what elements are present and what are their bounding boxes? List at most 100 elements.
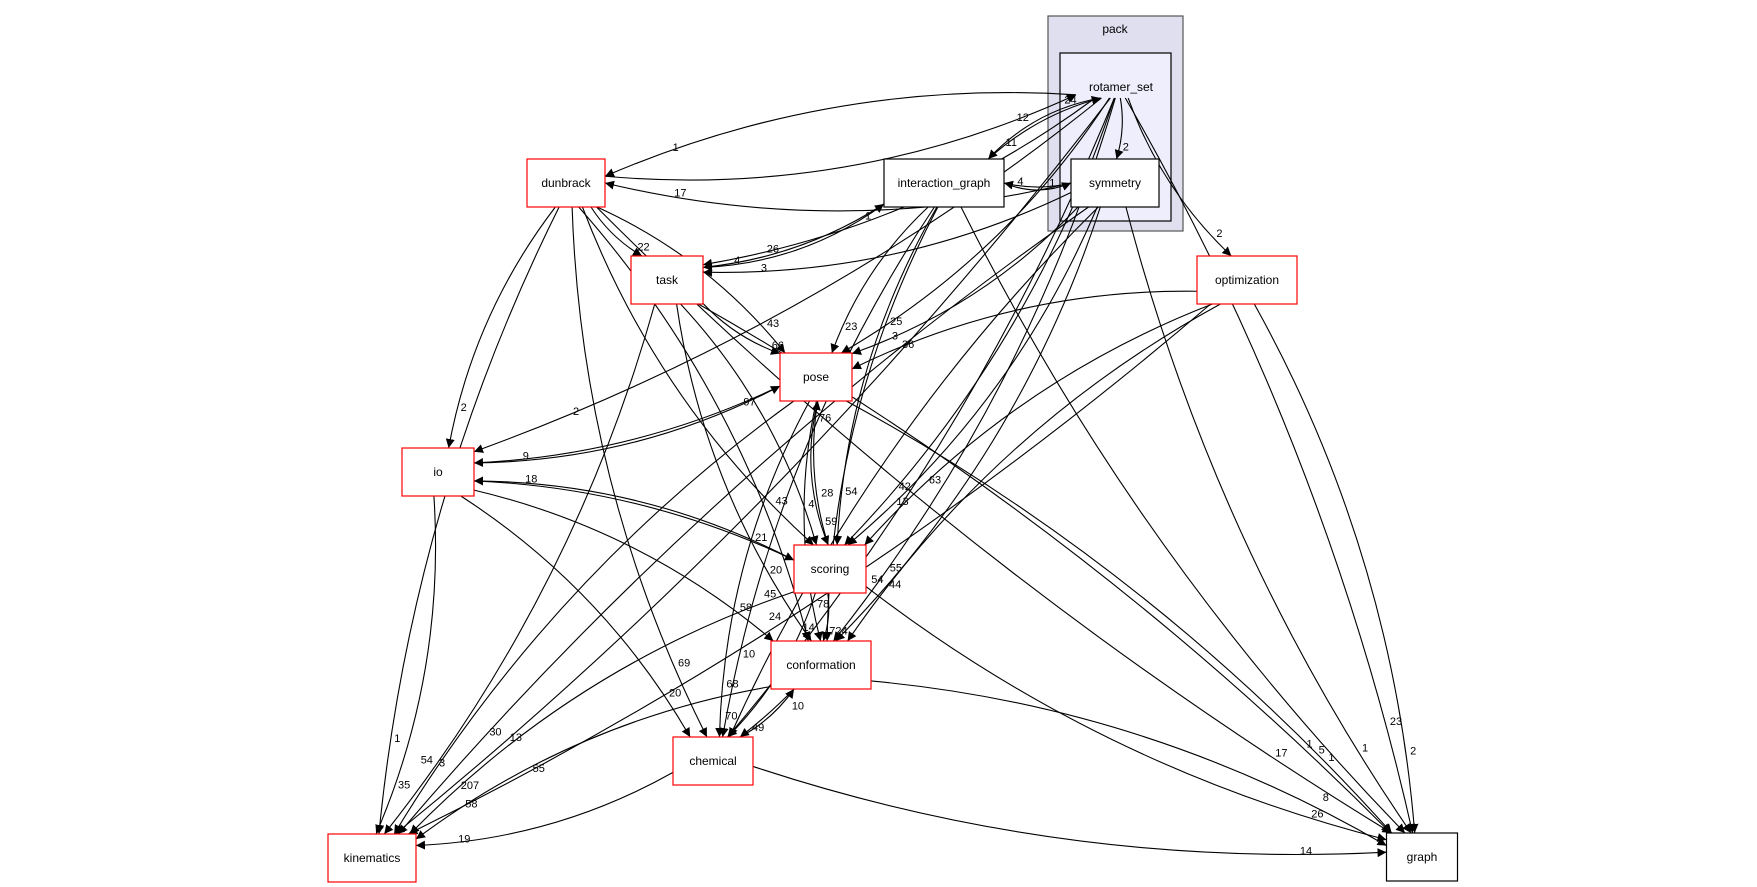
edge-label[interactable]: 1	[1306, 738, 1312, 750]
edge-dunbrack-to-rotamer-set[interactable]	[604, 94, 1077, 181]
edge-rotamer-set-to-kinematics[interactable]	[394, 97, 1111, 835]
edge-rotamer-set-to-dunbrack[interactable]	[604, 92, 1077, 177]
edge-label[interactable]: 4	[1017, 176, 1023, 188]
edge-dunbrack-to-task[interactable]	[590, 206, 643, 257]
node-graph[interactable]: graph	[1385, 832, 1459, 882]
edge-label[interactable]: 21	[755, 532, 767, 544]
node-kinematics[interactable]: kinematics	[327, 833, 417, 883]
edge-rotamer-set-to-symmetry[interactable]	[1114, 97, 1124, 160]
edge-conformation-to-graph[interactable]	[870, 680, 1387, 847]
edge-label[interactable]: 22	[637, 242, 649, 254]
edge-optimization-to-kinematics[interactable]	[408, 303, 1212, 835]
edge-label[interactable]: 10	[743, 648, 755, 660]
edge-label[interactable]: 43	[775, 495, 787, 507]
edge-label[interactable]: 14	[1300, 846, 1312, 858]
edge-label[interactable]: 23	[1390, 716, 1402, 728]
node-conformation[interactable]: conformation	[770, 640, 872, 690]
edge-label[interactable]: 2	[461, 402, 467, 414]
edge-task-to-scoring[interactable]	[680, 303, 819, 546]
edge-label[interactable]: 35	[398, 779, 410, 791]
edge-optimization-to-scoring[interactable]	[864, 303, 1213, 546]
edge-label[interactable]: 2	[1123, 142, 1129, 154]
edge-label[interactable]: 44	[889, 579, 901, 591]
edge-label[interactable]: 70	[725, 710, 737, 722]
edge-chemical-to-kinematics[interactable]	[415, 771, 674, 850]
edge-label[interactable]: 58	[740, 602, 752, 614]
edge-label[interactable]: 63	[929, 474, 941, 486]
edge-conformation-to-chemical[interactable]	[739, 688, 795, 738]
edge-label[interactable]: 3	[439, 757, 445, 769]
edge-label[interactable]: 20	[669, 688, 681, 700]
edge-label[interactable]: 43	[767, 318, 779, 330]
edge-pose-to-io[interactable]	[473, 385, 781, 468]
edge-label[interactable]: 25	[890, 316, 902, 328]
edge-symmetry-to-scoring[interactable]	[847, 206, 1098, 546]
edge-label[interactable]: 1	[1049, 177, 1055, 189]
edge-pose-to-graph[interactable]	[846, 400, 1393, 834]
edge-dunbrack-to-graph[interactable]	[596, 206, 1392, 834]
edge-interaction-graph-to-scoring[interactable]	[833, 206, 938, 546]
edge-task-to-conformation[interactable]	[676, 303, 812, 642]
edge-symmetry-to-kinematics[interactable]	[397, 206, 1089, 835]
edge-task-to-kinematics[interactable]	[383, 303, 656, 835]
edge-label[interactable]: 28	[821, 487, 833, 499]
edge-label[interactable]: 66	[772, 340, 784, 352]
edge-label[interactable]: 49	[752, 722, 764, 734]
edge-label[interactable]: 58	[465, 798, 477, 810]
edge-label[interactable]: 36	[902, 339, 914, 351]
edge-label[interactable]: 14	[803, 622, 815, 634]
edge-label[interactable]: 24	[769, 611, 781, 623]
edge-label[interactable]: 3	[892, 331, 898, 343]
edge-dunbrack-to-io[interactable]	[445, 206, 556, 449]
edge-label[interactable]: 17	[1275, 748, 1287, 760]
edge-interaction-graph-to-chemical[interactable]	[719, 206, 935, 738]
node-optimization[interactable]: optimization	[1196, 255, 1298, 305]
edge-label[interactable]: 68	[726, 678, 738, 690]
edge-symmetry-to-chemical[interactable]	[729, 206, 1099, 738]
edge-label[interactable]: 2	[1216, 228, 1222, 240]
edge-dunbrack-to-kinematics[interactable]	[375, 206, 560, 835]
edge-io-to-conformation[interactable]	[473, 489, 774, 642]
edge-pose-to-conformation[interactable]	[803, 400, 823, 642]
node-interaction-graph[interactable]: interaction_graph	[883, 158, 1005, 208]
edge-label[interactable]: 23	[845, 321, 857, 333]
edge-label[interactable]: 26	[1311, 808, 1323, 820]
edge-io-to-pose[interactable]	[473, 385, 781, 464]
node-pose[interactable]: pose	[779, 352, 853, 402]
edge-label[interactable]: 3	[761, 263, 767, 275]
edge-label[interactable]: 11	[1006, 137, 1017, 149]
edge-label[interactable]: 1	[1328, 752, 1334, 764]
edge-label[interactable]: 10	[792, 700, 804, 712]
node-io[interactable]: io	[401, 447, 475, 497]
edge-symmetry-to-pose[interactable]	[851, 206, 1079, 355]
edge-interaction-graph-to-rotamer-set[interactable]	[987, 95, 1101, 160]
edge-label[interactable]: 54	[421, 755, 433, 767]
edge-label[interactable]: 20	[770, 565, 782, 577]
edge-label[interactable]: 1	[865, 210, 871, 222]
edge-label[interactable]: 4	[808, 498, 814, 510]
edge-symmetry-to-task[interactable]	[702, 192, 1072, 277]
node-task[interactable]: task	[630, 255, 704, 305]
edge-label[interactable]: 26	[767, 244, 779, 256]
edge-label[interactable]: 2	[573, 406, 579, 418]
edge-label[interactable]: 78	[817, 599, 829, 611]
edge-interaction-graph-to-pose[interactable]	[830, 206, 929, 354]
edge-label[interactable]: 207	[461, 780, 479, 792]
edge-label[interactable]: 54	[845, 486, 857, 498]
edge-scoring-to-graph[interactable]	[865, 586, 1387, 842]
edge-label[interactable]: 69	[678, 657, 690, 669]
edge-optimization-to-graph[interactable]	[1253, 303, 1419, 834]
edge-io-to-scoring[interactable]	[473, 480, 795, 561]
edge-label[interactable]: 18	[525, 474, 537, 486]
edge-rotamer-set-to-graph[interactable]	[1124, 97, 1416, 834]
edge-pose-to-kinematics[interactable]	[393, 400, 795, 835]
edge-label[interactable]: 4	[734, 255, 740, 267]
edge-symmetry-to-dunbrack[interactable]	[604, 180, 1072, 212]
edge-pose-to-chemical[interactable]	[715, 400, 811, 738]
edge-symmetry-to-conformation[interactable]	[835, 206, 1101, 642]
edge-label[interactable]: 8	[1323, 792, 1329, 804]
edge-label[interactable]: 1	[394, 733, 400, 745]
edge-label[interactable]: 55	[890, 563, 902, 575]
edge-label[interactable]: 9	[523, 451, 529, 463]
edge-label[interactable]: 724	[829, 625, 847, 637]
